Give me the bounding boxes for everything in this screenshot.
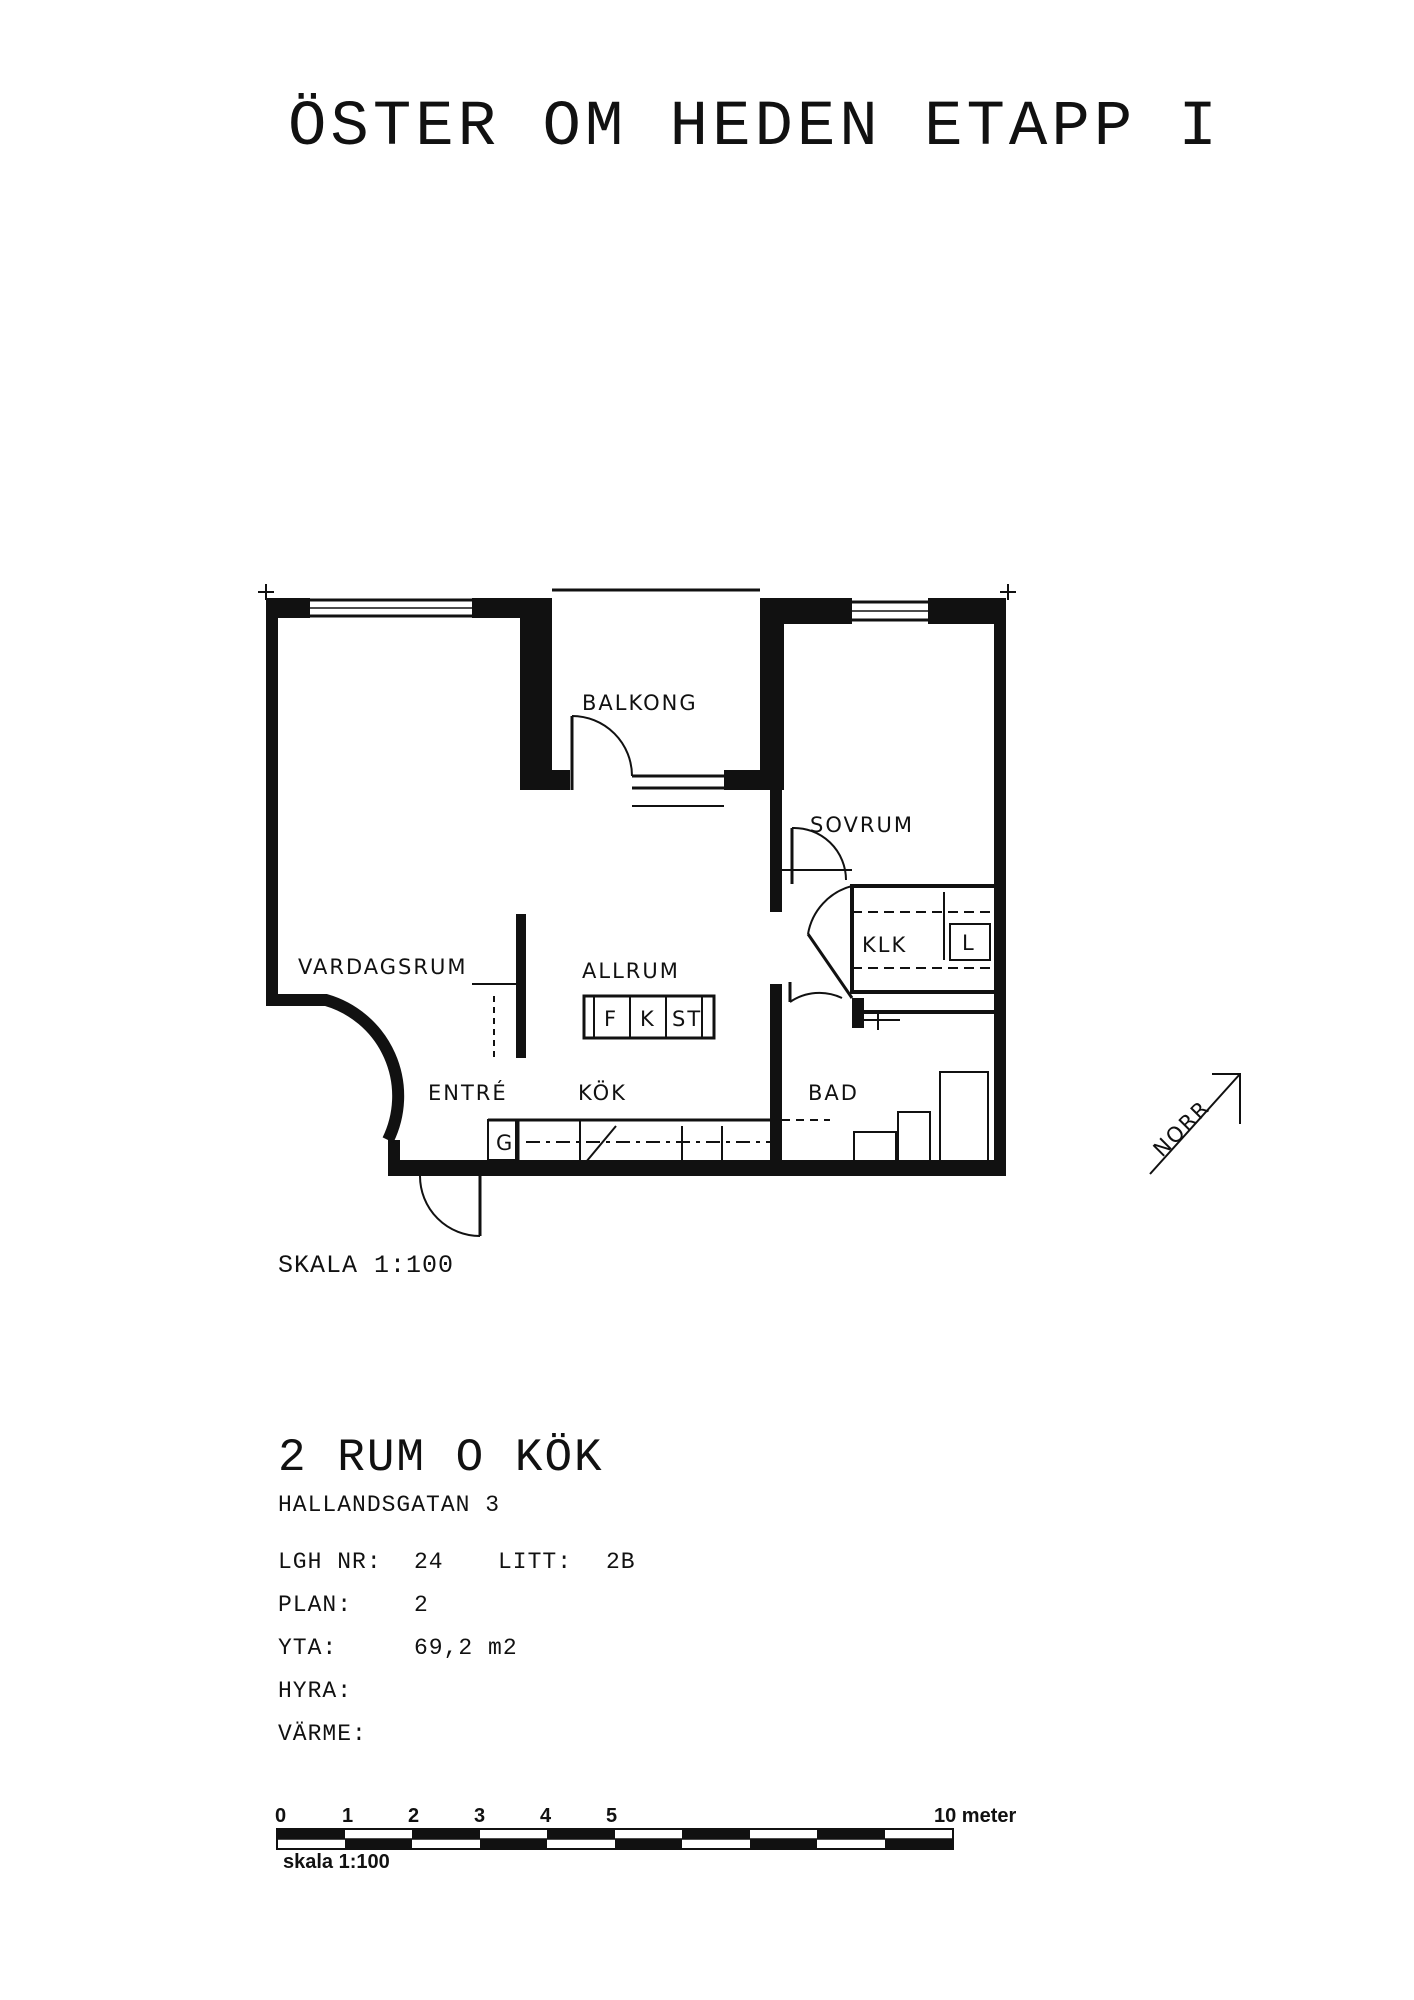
wall-segment — [390, 1160, 1006, 1176]
wall-segment — [724, 770, 784, 790]
wall-segment — [928, 598, 1006, 624]
room-label-allrum: ALLRUM — [582, 959, 680, 983]
fixture-label-k: K — [640, 1007, 656, 1031]
north-arrow — [1149, 1073, 1241, 1175]
hyra-label: HYRA: — [278, 1678, 353, 1704]
scale-bar-caption: skala 1:100 — [283, 1851, 390, 1873]
apartment-address: HALLANDSGATAN 3 — [278, 1492, 501, 1518]
fixture-label-st: ST — [672, 1007, 702, 1031]
plan-label: PLAN: — [278, 1592, 353, 1618]
scale-bar — [276, 1828, 954, 1850]
scale-tick-0: 0 — [275, 1805, 287, 1827]
room-label-klk: KLK — [862, 933, 907, 957]
scale-end-label: 10 meter — [934, 1805, 1017, 1827]
floor-plan: BALKONG SOVRUM VARDAGSRUM ALLRUM KLK L E… — [258, 584, 1241, 1237]
scale-tick-2: 2 — [408, 1805, 420, 1827]
lgh-value: 24 — [414, 1549, 444, 1575]
varme-label: VÄRME: — [278, 1721, 367, 1747]
fixture-label-g: G — [496, 1131, 514, 1155]
room-label-vardagsrum: VARDAGSRUM — [298, 955, 467, 979]
plan-value: 2 — [414, 1592, 429, 1618]
litt-value: 2B — [606, 1549, 636, 1575]
wall-segment — [760, 598, 784, 788]
room-label-balkong: BALKONG — [582, 691, 698, 715]
room-label-kok: KÖK — [578, 1080, 627, 1105]
room-label-entre: ENTRÉ — [428, 1080, 508, 1105]
entrance-bay-wall — [266, 994, 405, 1143]
wall-segment — [266, 598, 278, 1000]
litt-label: LITT: — [498, 1549, 573, 1575]
room-labels: BALKONG SOVRUM VARDAGSRUM ALLRUM KLK L E… — [298, 691, 1215, 1162]
north-label: NORR — [1149, 1095, 1215, 1161]
scale-tick-3: 3 — [474, 1805, 486, 1827]
scale-label: SKALA 1:100 — [278, 1251, 455, 1280]
wall-segment — [388, 1140, 400, 1176]
wall-segment — [520, 598, 552, 788]
windows — [310, 588, 928, 622]
yta-value: 69,2 m2 — [414, 1635, 518, 1661]
scale-tick-1: 1 — [342, 1805, 354, 1827]
scale-tick-4: 4 — [540, 1805, 552, 1827]
room-label-sovrum: SOVRUM — [810, 813, 914, 837]
room-label-l: L — [962, 931, 976, 955]
wall-segment — [760, 598, 852, 624]
room-label-bad: BAD — [808, 1081, 859, 1105]
apartment-type: 2 RUM O KÖK — [278, 1432, 604, 1484]
scale-tick-5: 5 — [606, 1805, 618, 1827]
fixture-label-f: F — [604, 1007, 618, 1031]
wall-segment — [520, 770, 570, 790]
plan-linework — [258, 584, 1016, 1237]
yta-label: YTA: — [278, 1635, 338, 1661]
page-title: ÖSTER OM HEDEN ETAPP I — [288, 92, 1221, 164]
lgh-label: LGH NR: — [278, 1549, 382, 1575]
